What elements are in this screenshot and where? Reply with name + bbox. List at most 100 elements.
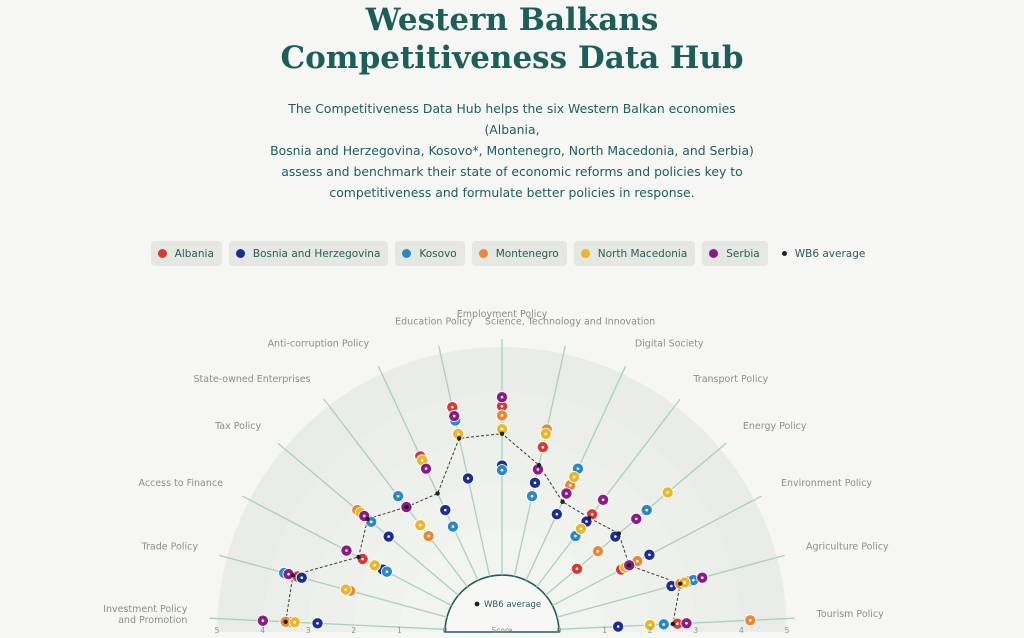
spoke-trade-policy [219, 554, 448, 618]
point-wb6-average-anti-corruption-policy[interactable] [435, 491, 440, 496]
axis-tick-label: 4 [739, 626, 744, 635]
point-center [450, 405, 454, 409]
legend-label: Albania [174, 247, 214, 260]
point-center [300, 576, 304, 580]
legend-item-albania[interactable]: Albania [150, 241, 222, 266]
legend-label: Montenegro [495, 247, 559, 260]
axis-tick-label: 2 [351, 626, 356, 635]
policy-label-line: Anti-corruption Policy [268, 338, 370, 349]
point-center [361, 557, 364, 561]
policy-label-line: Science, Technology and Innovation [485, 316, 655, 327]
policy-label-energy-policy: Energy Policy [743, 421, 807, 432]
point-center [614, 535, 617, 538]
point-center [387, 535, 390, 538]
point-wb6-average-tax-policy[interactable] [365, 516, 370, 522]
legend-label: WB6 average [794, 247, 866, 260]
point-center [443, 508, 447, 512]
policy-label-agriculture-policy: Agriculture Policy [806, 542, 889, 553]
policy-label-line: Agriculture Policy [806, 542, 889, 553]
point-center [676, 622, 679, 626]
policy-label-transport-policy: Transport Policy [692, 374, 768, 385]
point-center [500, 404, 504, 408]
legend-item-north-macedonia[interactable]: North Macedonia [573, 241, 696, 266]
policy-label-digital-society: Digital Society [635, 338, 704, 349]
policy-label-state-owned-enterprises: State-owned Enterprises [194, 374, 311, 385]
point-center [424, 467, 428, 470]
point-wb6-average-digital-society[interactable] [560, 499, 565, 504]
axis-tick-label: 1 [397, 626, 402, 635]
point-center [683, 581, 686, 584]
point-center [648, 553, 651, 557]
policy-label-line: Environment Policy [781, 478, 872, 489]
center-legend-dot [474, 601, 480, 607]
point-center [345, 549, 348, 552]
point-wb6-average-transport-policy[interactable] [587, 515, 592, 521]
point-center [362, 514, 366, 518]
point-wb6-average-investment-policy-and-promotion[interactable] [283, 619, 288, 624]
data-points [256, 391, 757, 633]
legend-item-wb6-average[interactable]: WB6 average [775, 241, 874, 266]
policy-label-line: Tourism Policy [816, 609, 884, 620]
legend-item-bosnia-and-herzegovina[interactable]: Bosnia and Herzegovina [228, 241, 389, 266]
policy-label-line: Trade Policy [141, 542, 199, 553]
axis-tick-label: 3 [306, 626, 311, 635]
axis-tick-label: 0 [443, 626, 448, 635]
axis-tick-label: 1 [602, 626, 607, 635]
point-wb6-average-employment-policy[interactable] [499, 431, 505, 436]
chart-legend: Albania Bosnia and Herzegovina Kosovo Monte… [0, 241, 1024, 266]
legend-dot [709, 249, 719, 258]
spoke-investment-policy-and-promotion [209, 617, 446, 630]
axis-tick-label: 5 [215, 626, 220, 635]
axis-tick-label: 5 [785, 626, 790, 635]
policy-label-line: Tax Policy [214, 421, 261, 432]
legend-dot [781, 251, 787, 256]
page-title-line-2: Competitiveness Data Hub [280, 40, 744, 76]
policy-label-education-policy: Education Policy [395, 316, 473, 327]
point-center [533, 481, 537, 485]
point-center [565, 492, 568, 495]
point-wb6-average-agriculture-policy[interactable] [678, 581, 683, 586]
point-center [500, 414, 504, 417]
point-wb6-average-environment-policy[interactable] [627, 563, 632, 568]
point-center [418, 523, 422, 527]
spoke-science-technology-and-innovation [513, 345, 566, 577]
point-center [427, 534, 430, 538]
policy-label-access-to-finance: Access to Finance [139, 478, 224, 489]
point-center [579, 527, 583, 531]
point-wb6-average-science-technology-and-innovation[interactable] [536, 462, 542, 468]
axis-tick-label: 0 [557, 626, 562, 635]
point-center [500, 468, 504, 472]
point-center [575, 567, 579, 571]
point-wb6-average-tourism-policy[interactable] [670, 621, 676, 627]
center-legend-label: WB6 average [484, 600, 541, 610]
page-title-line-1: Western Balkans [365, 2, 659, 38]
axis-tick-label: 2 [648, 626, 653, 635]
policy-label-line: Digital Society [635, 338, 704, 349]
point-center [530, 494, 534, 498]
policy-label-line: Transport Policy [692, 374, 768, 385]
policy-label-line: Education Policy [395, 316, 473, 327]
point-wb6-average-energy-policy[interactable] [616, 531, 622, 536]
policy-label-science-technology-and-innovation: Science, Technology and Innovation [485, 316, 655, 327]
legend-item-montenegro[interactable]: Montenegro [471, 241, 567, 266]
legend-item-serbia[interactable]: Serbia [702, 241, 768, 266]
point-center [420, 459, 424, 462]
point-center [585, 520, 588, 523]
policy-label-tax-policy: Tax Policy [214, 421, 261, 432]
legend-item-kosovo[interactable]: Kosovo [395, 241, 465, 266]
point-center [451, 525, 455, 528]
point-center [316, 622, 319, 625]
point-wb6-average-trade-policy[interactable] [290, 573, 296, 578]
point-center [572, 475, 576, 479]
policy-label-line: Access to Finance [139, 478, 224, 489]
legend-label: Kosovo [419, 247, 457, 260]
point-wb6-average-education-policy[interactable] [456, 436, 462, 441]
point-center [544, 432, 548, 436]
point-wb6-average-state-owned-enterprises[interactable] [404, 504, 409, 510]
point-wb6-average-access-to-finance[interactable] [356, 554, 361, 560]
policy-label-line: and Promotion [118, 615, 187, 626]
point-center [396, 494, 400, 498]
